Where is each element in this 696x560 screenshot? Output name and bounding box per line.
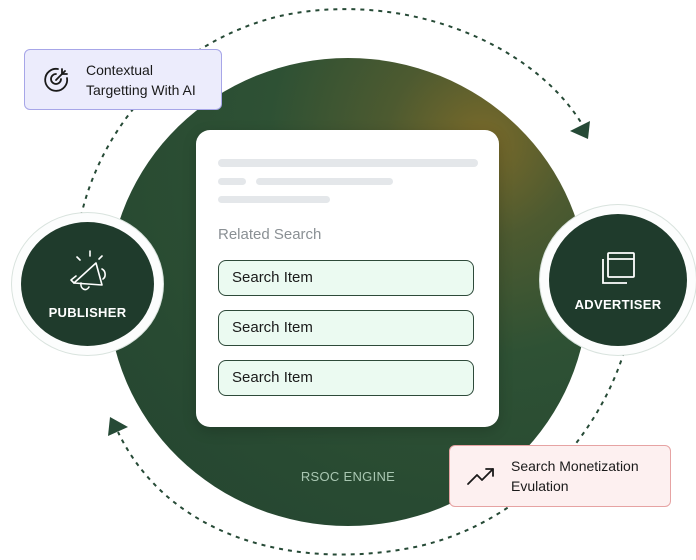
arrowhead-top-right-icon: [570, 121, 590, 139]
skeleton-line: [256, 178, 393, 185]
search-item-3[interactable]: Search Item: [218, 360, 474, 396]
tag-ai-line1: Contextual: [86, 61, 153, 78]
tag-search-line1: Search Monetization: [511, 458, 639, 474]
arrowhead-bottom-left-icon: [108, 417, 128, 436]
trending-up-icon: [467, 468, 494, 485]
engine-label: RSOC ENGINE: [300, 469, 396, 484]
advertiser-label: ADVERTISER: [574, 296, 662, 312]
tag-ai-line2: Targetting With AI: [86, 81, 196, 98]
browser-windows-icon: [602, 251, 635, 284]
skeleton-line: [218, 196, 330, 203]
publisher-label: PUBLISHER: [48, 304, 127, 320]
search-monetization-tag: Search Monetization Evulation: [449, 445, 671, 507]
megaphone-icon: [69, 249, 106, 290]
skeleton-line: [218, 178, 246, 185]
tag-search-line2: Evulation: [511, 478, 569, 494]
skeleton-line: [218, 159, 478, 167]
related-search-title: Related Search: [218, 226, 322, 243]
orbit-arc-top: [78, 8, 583, 226]
related-search-card: Related Search Search Item Search Item S…: [196, 130, 499, 427]
search-item-2[interactable]: Search Item: [218, 310, 474, 346]
advertiser-node: ADVERTISER: [549, 214, 687, 346]
contextual-targeting-tag: Contextual Targetting With AI: [24, 49, 222, 110]
publisher-node: PUBLISHER: [21, 222, 154, 346]
orbit-arc-right: [117, 351, 625, 556]
search-item-1[interactable]: Search Item: [218, 260, 474, 296]
target-icon: [44, 67, 69, 92]
